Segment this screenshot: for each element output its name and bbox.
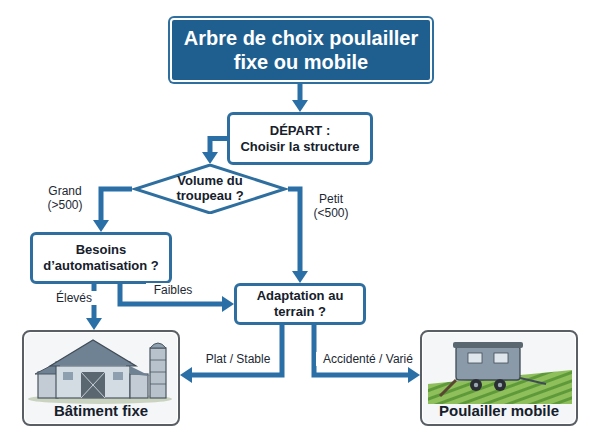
flow-connector bbox=[202, 139, 227, 165]
edge-label: Élevés bbox=[50, 291, 98, 305]
title-box: Arbre de choix poulailler fixe ou mobile bbox=[170, 18, 432, 82]
node-text: DÉPART : bbox=[270, 123, 330, 139]
flow-connector bbox=[288, 189, 308, 283]
edge-label: Faibles bbox=[146, 283, 200, 297]
node-text: Bâtiment fixe bbox=[54, 402, 148, 420]
connector-line bbox=[101, 189, 132, 222]
arrow-head bbox=[93, 220, 109, 232]
edge-label: Petit (<500) bbox=[307, 192, 355, 221]
arrow-head bbox=[292, 100, 308, 112]
decision-box: Adaptation au terrain ? bbox=[234, 283, 366, 325]
connector-line bbox=[298, 82, 303, 102]
connector-line bbox=[210, 139, 227, 155]
flow-connector bbox=[314, 325, 420, 383]
node-text: Poulailler mobile bbox=[439, 402, 559, 420]
flow-connector bbox=[292, 82, 308, 112]
diamond-shape bbox=[135, 165, 285, 213]
node-text: Adaptation au terrain ? bbox=[245, 288, 355, 319]
mobile-coop-illustration bbox=[423, 333, 575, 423]
flow-connector bbox=[120, 284, 234, 312]
node-text: Volume du troupeau ? bbox=[162, 174, 258, 204]
node-text: Choisir la structure bbox=[240, 139, 359, 155]
edge-label: Accidenté / Varié bbox=[316, 352, 420, 366]
decision-box: Besoins d’automatisation ? bbox=[30, 232, 172, 284]
decision-diamond: Volume du troupeau ? bbox=[132, 164, 288, 214]
edge-label: Grand (>500) bbox=[38, 184, 92, 213]
arrow-head bbox=[202, 152, 218, 164]
start-box: DÉPART :Choisir la structure bbox=[227, 112, 373, 165]
arrow-head bbox=[86, 318, 102, 330]
arrow-head bbox=[408, 367, 420, 383]
connector-line bbox=[120, 284, 224, 304]
flow-connector bbox=[93, 189, 132, 232]
arrow-head bbox=[222, 296, 234, 312]
outcome-box: Poulailler mobile bbox=[420, 330, 578, 426]
connector-line bbox=[314, 325, 410, 375]
node-text: Besoins d’automatisation ? bbox=[41, 242, 161, 273]
connector-line bbox=[288, 189, 300, 273]
barn-illustration bbox=[25, 333, 177, 423]
flow-connector bbox=[180, 325, 282, 383]
arrow-head bbox=[292, 271, 308, 283]
node-text: Arbre de choix poulailler fixe ou mobile bbox=[180, 26, 422, 74]
connector-line bbox=[190, 325, 282, 375]
arrow-head bbox=[180, 367, 192, 383]
outcome-box: Bâtiment fixe bbox=[22, 330, 180, 426]
edge-label: Plat / Stable bbox=[198, 352, 278, 366]
